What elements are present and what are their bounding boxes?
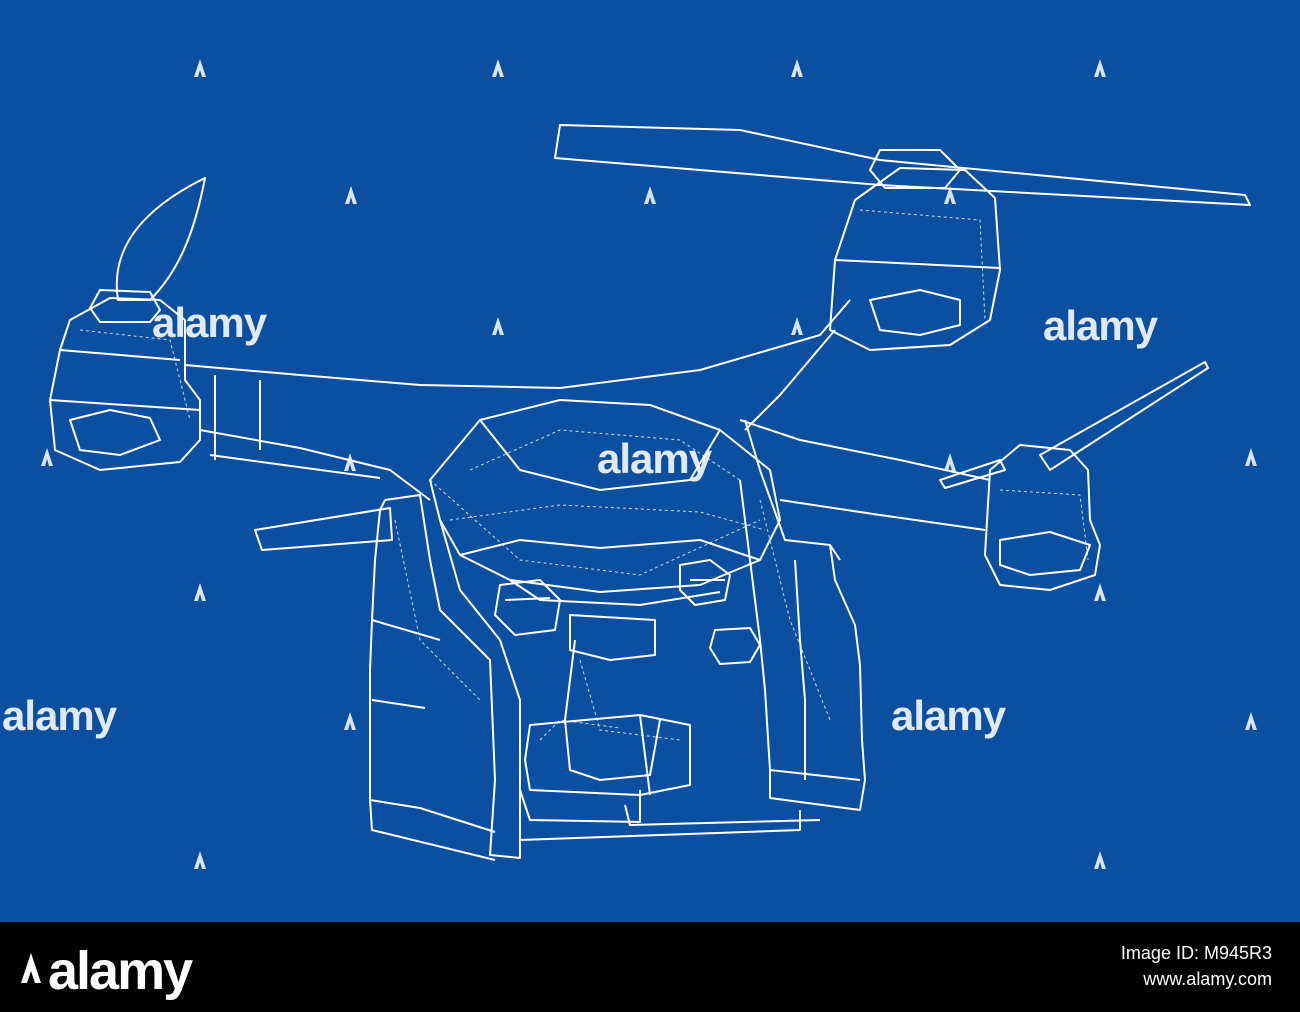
alamy-a-icon [194, 59, 206, 77]
gimbal-mount [569, 614, 656, 661]
watermark-text: alamy [891, 692, 1006, 739]
propeller-blade [939, 459, 1006, 489]
propeller-blade [115, 177, 206, 301]
alamy-a-icon [21, 953, 41, 983]
landing-gear-right [744, 419, 866, 811]
alamy-a-icon [944, 186, 956, 204]
alamy-a-icon [492, 317, 504, 335]
alamy-a-icon [344, 712, 356, 730]
site-url: www.alamy.com [1143, 969, 1272, 989]
alamy-a-icon [41, 448, 53, 466]
alamy-a-icon [1094, 583, 1106, 601]
alamy-a-icon [492, 59, 504, 77]
watermark-text: alamy [2, 692, 117, 739]
arm-left-lower [199, 429, 431, 501]
propeller-blade [1039, 361, 1209, 471]
motor-housing-right [829, 167, 1001, 351]
camera [524, 714, 691, 796]
alamy-a-icon [1094, 59, 1106, 77]
footer-bar: alamy Image ID: M945R3 www.alamy.com [0, 922, 1300, 1012]
alamy-a-icon [345, 186, 357, 204]
propeller-blade [254, 507, 393, 551]
alamy-a-icon [344, 453, 356, 471]
alamy-a-icon [1245, 712, 1257, 730]
alamy-a-icon [791, 317, 803, 335]
image-info: Image ID: M945R3 www.alamy.com [1121, 940, 1272, 992]
watermark-text: alamy [1043, 302, 1158, 349]
watermark-text: alamy [152, 299, 267, 346]
motor-housing-front [984, 444, 1101, 591]
brand-logo: alamy [48, 941, 193, 1001]
alamy-a-icon [791, 59, 803, 77]
alamy-a-icon [1245, 448, 1257, 466]
drone-body [429, 399, 781, 593]
landing-gear-left [384, 494, 521, 859]
alamy-a-icon [1094, 851, 1106, 869]
image-canvas: alamy alamy alamy alamy alamy [0, 0, 1300, 922]
drone-wireframe [49, 124, 1251, 861]
alamy-a-icon [194, 851, 206, 869]
alamy-a-icon [194, 583, 206, 601]
arm-left [184, 299, 851, 389]
propeller-blade [554, 124, 1251, 206]
image-id: Image ID: M945R3 [1120, 943, 1272, 963]
watermark-text: alamy [597, 435, 712, 482]
alamy-a-icon [644, 186, 656, 204]
alamy-a-icon [944, 453, 956, 471]
